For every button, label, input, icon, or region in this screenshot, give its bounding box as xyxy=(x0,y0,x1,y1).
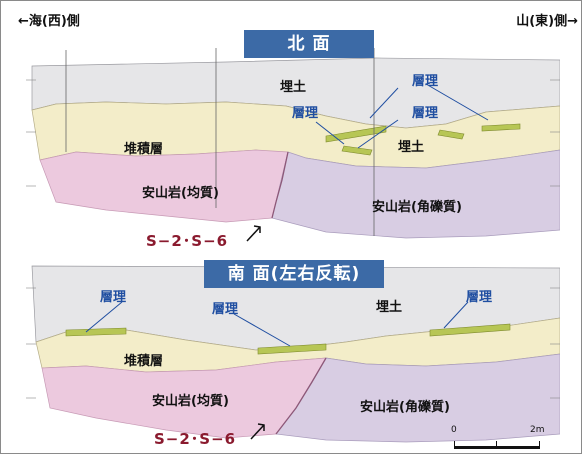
scale-zero-label: 0 xyxy=(451,425,457,435)
north-leader-3 xyxy=(357,119,399,149)
north-face-title: 北 面 xyxy=(244,30,374,58)
south-bedding-label-c: 層理 xyxy=(466,290,493,305)
north-bedding-label-c: 層理 xyxy=(412,106,439,121)
south-leader-1 xyxy=(85,301,123,333)
south-fault-line xyxy=(275,357,327,435)
north-face-panel xyxy=(26,40,560,255)
scale-tick-end xyxy=(539,441,540,449)
south-fault-label: S−2･S−6 xyxy=(154,430,237,448)
north-bedding-band-4 xyxy=(481,123,521,132)
scale-tick-mid xyxy=(496,441,497,449)
south-bedding-band-2 xyxy=(257,343,327,355)
north-bedding-label-a: 層理 xyxy=(412,74,439,89)
north-leader-2 xyxy=(425,83,489,121)
north-bedding-band-1 xyxy=(325,125,387,143)
south-face-drawing xyxy=(26,265,560,443)
west-side-label: ←海(西)側 xyxy=(18,14,80,29)
north-bedding-band-3 xyxy=(437,129,465,140)
north-bedding-label-b: 層理 xyxy=(292,106,319,121)
north-andesite-breccia xyxy=(271,149,560,239)
north-fault-label: S−2･S−6 xyxy=(146,232,229,250)
south-face-panel xyxy=(26,258,560,454)
scale-end-label: 2m xyxy=(530,425,545,435)
south-andesite-homogeneous-label: 安山岩(均質) xyxy=(152,394,229,409)
north-fault-arrow-icon xyxy=(246,225,261,242)
south-face-title: 南 面(左右反転) xyxy=(204,260,384,288)
scale-tick-start xyxy=(454,441,455,449)
south-bedding-label-a: 層理 xyxy=(100,290,127,305)
north-leader-1 xyxy=(369,87,399,119)
south-sediment-label: 堆積層 xyxy=(124,354,164,369)
south-andesite-breccia-label: 安山岩(角礫質) xyxy=(360,400,450,415)
south-leader-3 xyxy=(443,301,469,329)
south-bedding-band-1 xyxy=(65,327,127,337)
south-bedding-label-b: 層理 xyxy=(212,302,239,317)
south-fault-arrow-icon xyxy=(250,423,265,440)
south-fill-label: 埋土 xyxy=(376,300,403,315)
north-fill-label: 埋土 xyxy=(280,80,307,95)
north-leader-4 xyxy=(315,121,345,145)
north-andesite-breccia-label: 安山岩(角礫質) xyxy=(372,200,462,215)
north-fault-line xyxy=(271,151,289,219)
south-leader-2 xyxy=(233,313,291,347)
north-fill-label-2: 埋土 xyxy=(398,140,425,155)
north-bedding-band-2 xyxy=(341,145,373,156)
north-sediment-label: 堆積層 xyxy=(124,142,164,157)
east-side-label: 山(東)側→ xyxy=(516,14,578,29)
north-face-drawing xyxy=(26,48,560,239)
north-andesite-homogeneous-label: 安山岩(均質) xyxy=(142,186,219,201)
scale-bar xyxy=(454,446,540,449)
south-bedding-band-3 xyxy=(429,323,511,337)
